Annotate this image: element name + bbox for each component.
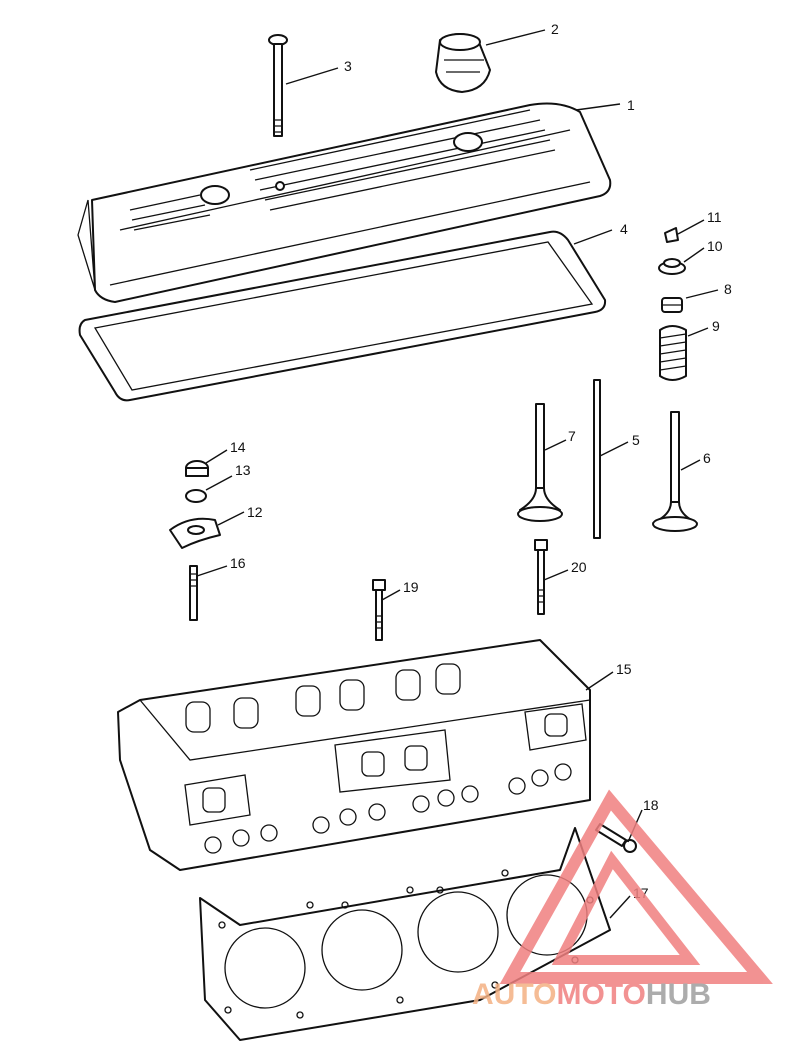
head-bolt-long bbox=[534, 539, 548, 615]
callout-11: 11 bbox=[707, 209, 722, 225]
exhaust-valve bbox=[652, 411, 698, 532]
callout-14: 14 bbox=[230, 439, 246, 455]
watermark-triangle-icon bbox=[499, 789, 773, 984]
callout-5: 5 bbox=[632, 432, 640, 448]
callout-4: 4 bbox=[620, 221, 628, 237]
watermark-inner-triangle-icon bbox=[551, 850, 701, 965]
callout-1: 1 bbox=[627, 97, 635, 113]
callout-3: 3 bbox=[344, 58, 352, 74]
callout-19: 19 bbox=[403, 579, 419, 595]
pivot-ball bbox=[185, 489, 207, 503]
cylinder-head bbox=[117, 639, 591, 871]
callout-2: 2 bbox=[551, 21, 559, 37]
callout-13: 13 bbox=[235, 462, 251, 478]
pushrod bbox=[593, 379, 601, 539]
callout-16: 16 bbox=[230, 555, 246, 571]
watermark-text: AUTOMOTOHUB bbox=[472, 978, 711, 1011]
callout-6: 6 bbox=[703, 450, 711, 466]
callout-20: 20 bbox=[571, 559, 587, 575]
valve-cover-gasket bbox=[78, 230, 607, 402]
callout-10: 10 bbox=[707, 238, 723, 254]
valve-cover bbox=[77, 102, 612, 402]
spring-retainer bbox=[658, 258, 686, 275]
callout-15: 15 bbox=[616, 661, 632, 677]
intake-valve bbox=[517, 403, 563, 522]
watermark-logo: AUTOMOTOHUB bbox=[472, 789, 773, 1011]
rocker-nut bbox=[185, 460, 209, 477]
watermark-text-hub: HUB bbox=[646, 978, 711, 1011]
watermark-text-auto: AUTO bbox=[472, 978, 556, 1011]
callout-7: 7 bbox=[568, 428, 576, 444]
head-bolt-short bbox=[372, 579, 386, 641]
rocker-arm bbox=[169, 517, 221, 549]
valve-seal bbox=[661, 297, 683, 313]
oil-filler-cap bbox=[435, 33, 491, 93]
valve-keepers bbox=[664, 227, 679, 243]
cover-bolt bbox=[268, 34, 288, 137]
watermark-text-moto: MOTO bbox=[556, 978, 645, 1011]
leader-lines bbox=[196, 29, 719, 919]
callout-12: 12 bbox=[247, 504, 263, 520]
rocker-stud bbox=[189, 565, 198, 621]
callout-8: 8 bbox=[724, 281, 732, 297]
valve-spring bbox=[659, 325, 687, 381]
callout-18: 18 bbox=[643, 797, 659, 813]
callout-9: 9 bbox=[712, 318, 720, 334]
